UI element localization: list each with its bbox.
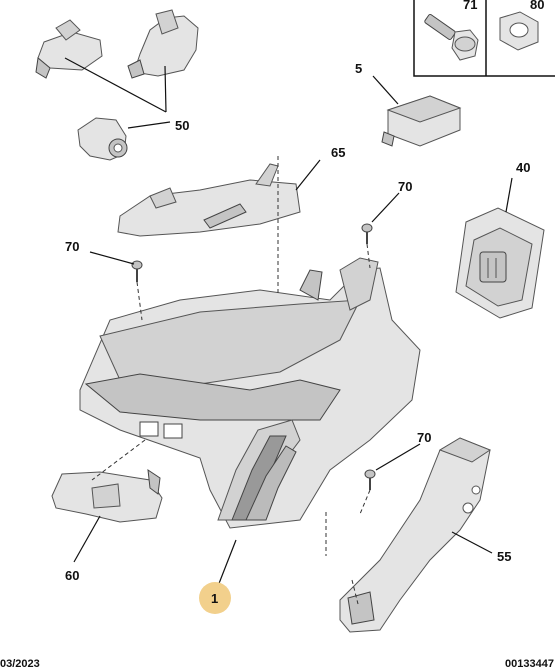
bracket-part-55: [339, 437, 492, 633]
callout-label-80: 80: [530, 0, 544, 12]
nut-part-80: [499, 11, 539, 51]
screw-part-70-right: [364, 469, 376, 490]
screw-part-70-left: [131, 260, 143, 282]
headlamp-part-1: [79, 257, 421, 529]
control-unit-part-5: [381, 95, 462, 147]
callout-label-1: 1: [211, 591, 218, 606]
callout-label-70-right: 70: [417, 430, 431, 445]
footer-reference: 00133447: [505, 658, 554, 670]
callout-label-65: 65: [331, 145, 345, 160]
bracket-part-50-left: [35, 19, 103, 79]
bracket-part-50-lower: [77, 117, 128, 161]
callout-label-70-top: 70: [398, 179, 412, 194]
callout-label-60: 60: [65, 568, 79, 583]
callout-label-71: 71: [463, 0, 477, 12]
callout-label-5: 5: [355, 61, 362, 76]
assembly-guide-lines: [91, 156, 371, 605]
screw-part-71: [424, 14, 479, 61]
bracket-part-65: [117, 163, 301, 237]
leader-lines: [64, 57, 513, 587]
callout-label-40: 40: [516, 160, 530, 175]
led-driver-part-40: [455, 207, 545, 319]
bracket-part-50-right: [127, 9, 199, 79]
callout-label-70-left: 70: [65, 239, 79, 254]
bracket-part-60: [51, 468, 163, 523]
callout-label-50: 50: [175, 118, 189, 133]
callout-1-highlight: [199, 582, 231, 614]
callout-label-55: 55: [497, 549, 511, 564]
footer-date: 03/2023: [0, 658, 40, 670]
screw-part-70-top: [361, 223, 373, 244]
